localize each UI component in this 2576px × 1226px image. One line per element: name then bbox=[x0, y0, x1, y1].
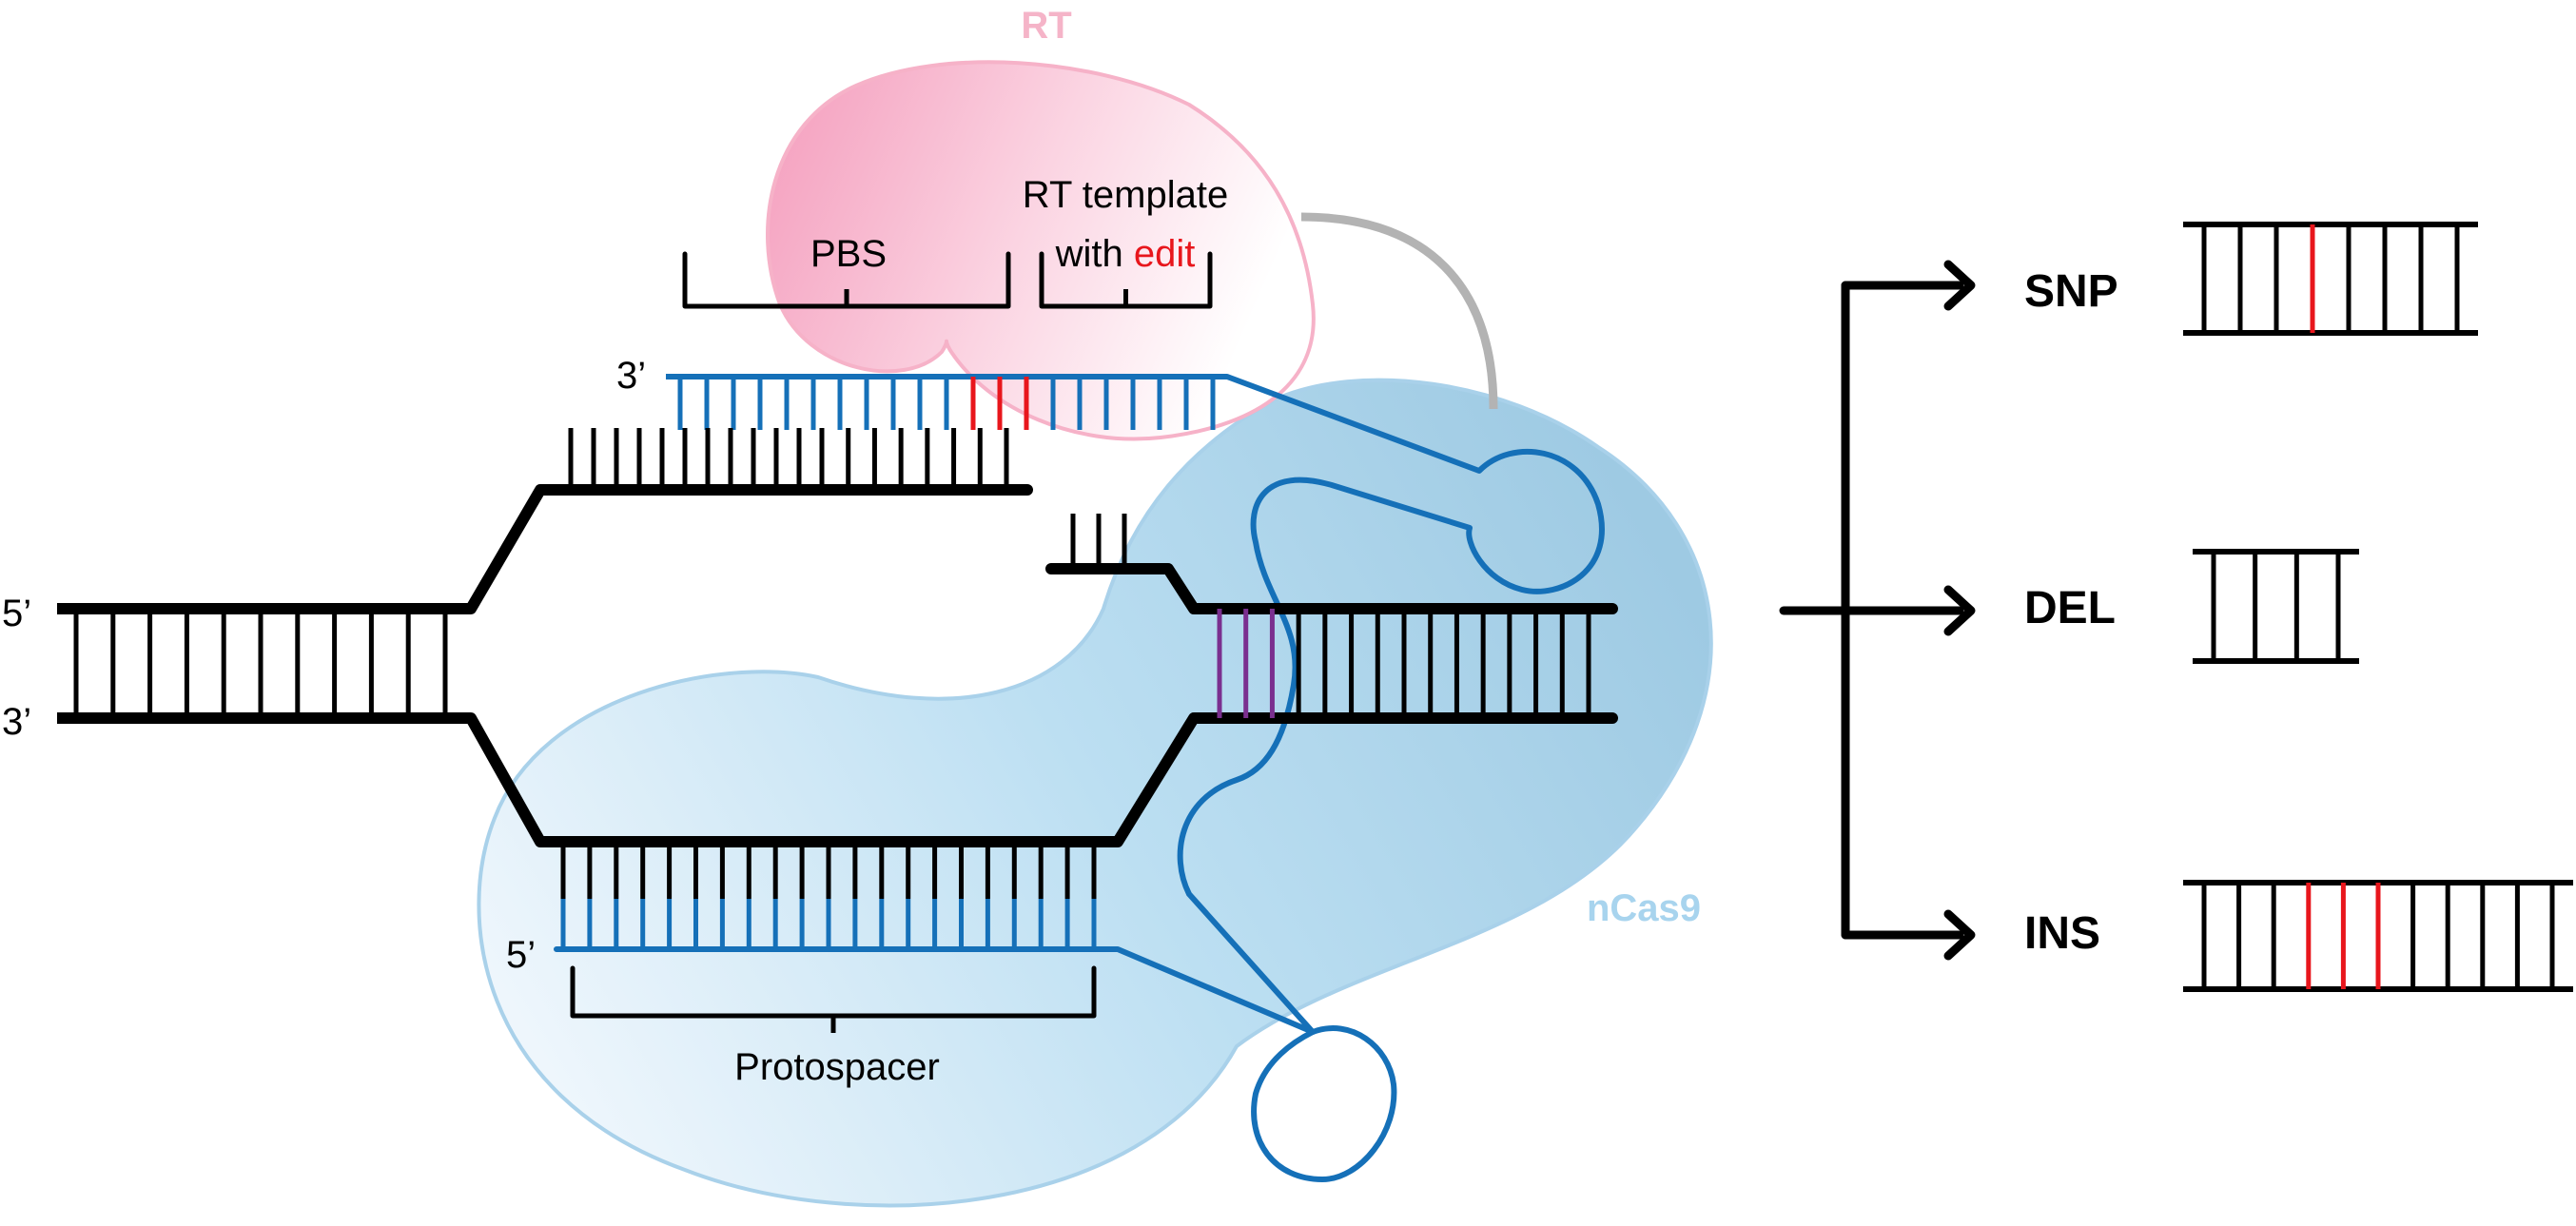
dna-top-strand-nicked bbox=[465, 484, 1033, 614]
outcome-label-del: DEL bbox=[2024, 583, 2116, 633]
ncas9-label: nCas9 bbox=[1587, 887, 1701, 929]
pegRNA-spacer-strand bbox=[554, 946, 1316, 1035]
diagram-art bbox=[57, 222, 2573, 1182]
branch-arrow-del-head bbox=[1943, 585, 1976, 636]
pbs-label: PBS bbox=[810, 233, 887, 275]
ncas9-protein-shape bbox=[477, 378, 1713, 1208]
rt-label: RT bbox=[1021, 5, 1071, 47]
pegRNA-scaffold bbox=[1177, 374, 1605, 1035]
rt-template-label-line2: with edit bbox=[1055, 233, 1196, 275]
five-prime-top-label: 5’ bbox=[2, 593, 31, 634]
three-prime-bottom-label: 3’ bbox=[2, 701, 31, 743]
branch-arrow-snp-head bbox=[1943, 260, 1976, 311]
five-prime-spacer-label: 5’ bbox=[506, 934, 536, 976]
outcome-label-ins: INS bbox=[2024, 908, 2100, 959]
three-prime-pbs-label: 3’ bbox=[616, 355, 646, 397]
outcome-label-snp: SNP bbox=[2024, 266, 2118, 317]
dna-bottom-strand bbox=[465, 712, 1618, 847]
rt-template-edit: edit bbox=[1134, 233, 1196, 275]
rt-cas9-linker bbox=[1300, 212, 1498, 410]
rt-protein-shape bbox=[766, 60, 1316, 441]
rt-template-with: with bbox=[1055, 233, 1123, 275]
branch-arrow-ins-head bbox=[1943, 909, 1976, 961]
pegRNA-scaffold-loop bbox=[1251, 1025, 1397, 1182]
protospacer-label: Protospacer bbox=[734, 1046, 940, 1088]
rt-template-label-line1: RT template bbox=[1023, 174, 1228, 216]
